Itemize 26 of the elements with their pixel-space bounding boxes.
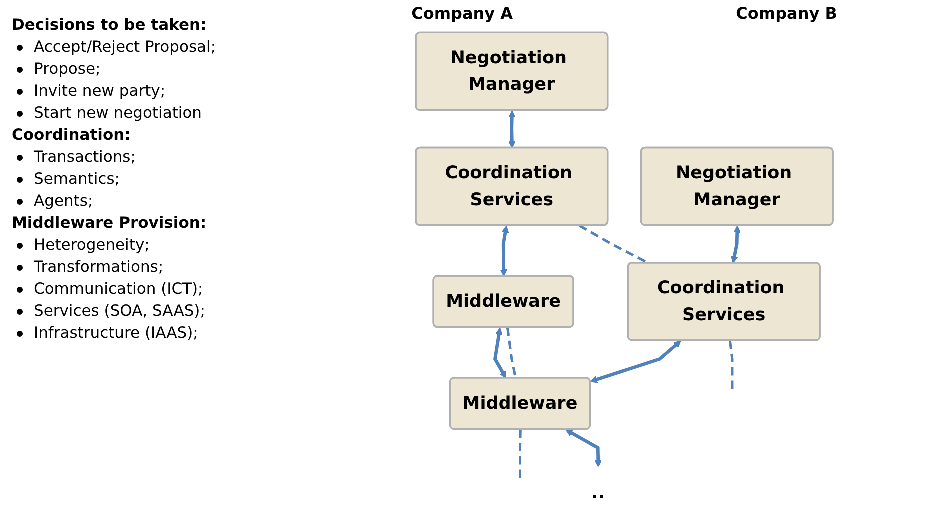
column-heading: Company A (412, 4, 514, 22)
bullet-item: Transactions; (34, 148, 136, 166)
section-heading: Coordination: (12, 125, 132, 146)
node-text: .. (591, 482, 606, 504)
section-heading: Decisions to be taken: (12, 15, 208, 36)
bullet-item: Infrastructure (IAAS); (34, 324, 198, 342)
connector (519, 430, 522, 481)
arrow (730, 226, 742, 264)
bullet-item: Start new negotiation (34, 104, 202, 122)
bullet-item: Heterogeneity; (34, 236, 150, 254)
section-heading: Middleware Provision: (12, 213, 208, 234)
bullet-item: Accept/Reject Proposal; (34, 38, 216, 56)
arrow (500, 226, 510, 277)
arrow (590, 340, 682, 384)
bullet-item: Agents; (34, 192, 94, 210)
bullet-item: Semantics; (34, 170, 120, 188)
connector (728, 340, 734, 392)
arrow (493, 328, 507, 379)
column-heading: Company B (736, 4, 838, 22)
bullet-item: Communication (ICT); (34, 280, 204, 298)
bullet-item: Propose; (34, 60, 101, 78)
bullet-item: Invite new party; (34, 82, 166, 100)
bullet-item: Transformations; (34, 258, 164, 276)
arrow (566, 430, 602, 468)
arrow (508, 110, 516, 149)
bullet-item: Services (SOA, SAAS); (34, 302, 206, 320)
